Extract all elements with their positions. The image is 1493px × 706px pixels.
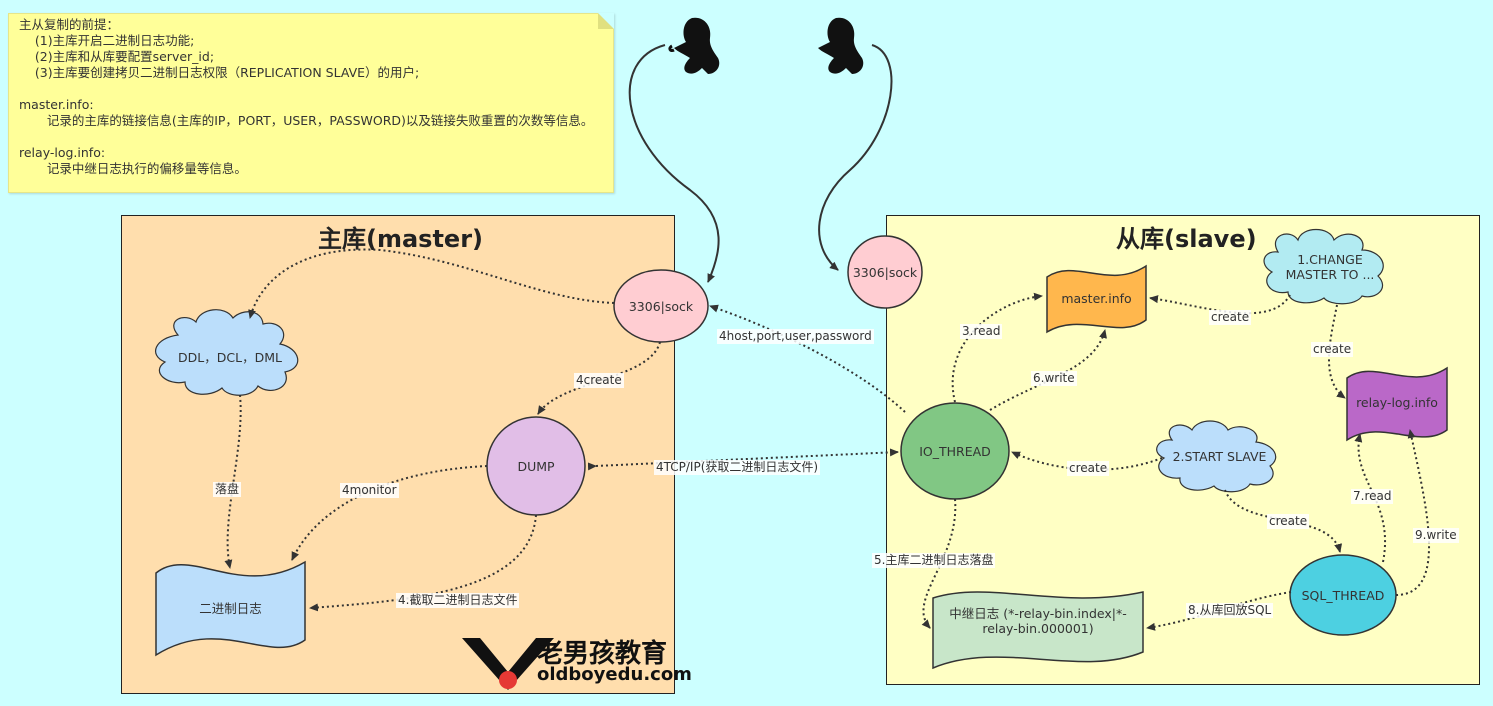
- relay-log-info-label: relay-log.info: [1356, 395, 1438, 410]
- binlog-document: [155, 560, 306, 657]
- tcp-ip-label: 4TCP/IP(获取二进制日志文件): [654, 460, 821, 475]
- sql-to-relay-log-info-write-arrow: [1395, 429, 1431, 596]
- sql-thread-label: SQL_THREAD: [1301, 588, 1385, 603]
- logo-english-text: oldboyedu.com: [537, 664, 692, 685]
- note-text: 主从复制的前提： (1)主库开启二进制日志功能; (2)主库和从库要配置serv…: [19, 17, 594, 176]
- user-icon-left: [668, 17, 720, 74]
- master-info-document: [1046, 264, 1147, 334]
- dump-to-binlog-monitor-arrow: [291, 465, 488, 561]
- change-master-cloud: [1263, 228, 1384, 305]
- replay8-label: 8.从库回放SQL: [1186, 603, 1274, 618]
- create-io-label: create: [1067, 461, 1110, 476]
- master-title: 主库(master): [318, 225, 484, 253]
- relay-log-label: 中继日志 (*-relay-bin.index|*-relay-bin.0000…: [949, 606, 1127, 636]
- ddl-cloud-label: DDL，DCL，DML: [178, 350, 282, 365]
- slave-sock-label: 3306|sock: [852, 265, 918, 280]
- relay-log-info-document: [1346, 366, 1448, 442]
- io-to-master-info-read-arrow: [951, 292, 1043, 403]
- io-dump-tcp-arrow: [587, 448, 899, 471]
- read3-label: 3.read: [960, 324, 1003, 339]
- host-port-label: 4host,port,user,password: [717, 329, 874, 344]
- write6-label: 6.write: [1031, 371, 1077, 386]
- change-master-to-relay-log-info-arrow: [1328, 304, 1346, 399]
- read7-label: 7.read: [1351, 489, 1394, 504]
- binlog-label: 二进制日志: [199, 601, 262, 616]
- write9-label: 9.write: [1413, 528, 1459, 543]
- sock-to-ddl-arrow: [248, 248, 615, 319]
- fall-disk-label: 落盘: [213, 482, 242, 497]
- ddl-cloud: [154, 309, 299, 396]
- sql-to-relay-log-arrow: [1146, 591, 1292, 631]
- user-to-master-sock-line: [628, 44, 720, 283]
- master-info-label: master.info: [1061, 291, 1132, 306]
- oldboyedu-logo-mark: [462, 638, 554, 690]
- note-fold: [598, 13, 614, 29]
- create-relay-log-info-label: create: [1311, 342, 1354, 357]
- prerequisite-note: 主从复制的前提： (1)主库开启二进制日志功能; (2)主库和从库要配置serv…: [8, 13, 614, 193]
- io-to-master-sock-arrow: [709, 304, 906, 413]
- io-thread-label: IO_THREAD: [919, 444, 991, 459]
- monitor-label: 4monitor: [340, 483, 399, 498]
- create-dump-label: 4create: [574, 373, 624, 388]
- user-to-slave-sock-line: [818, 44, 893, 271]
- io-to-master-info-write-arrow: [989, 329, 1107, 411]
- save5-label: 5.主库二进制日志落盘: [872, 553, 996, 568]
- master-sock-node: [613, 269, 709, 343]
- create-sql-label: create: [1267, 514, 1310, 529]
- ddl-to-binlog-arrow: [224, 394, 242, 569]
- slave-title: 从库(slave): [1116, 225, 1257, 253]
- start-slave-cloud: [1156, 420, 1277, 493]
- dump-to-binlog-capture-arrow: [309, 514, 537, 612]
- change-master-label: 1.CHANGE MASTER TO ...: [1285, 252, 1375, 282]
- slave-sock-node: [847, 235, 923, 309]
- start-slave-label: 2.START SLAVE: [1172, 449, 1267, 464]
- logo-chinese-text: 老男孩教育: [537, 639, 668, 669]
- io-to-relay-log-arrow: [921, 498, 957, 629]
- master-sock-label: 3306|sock: [628, 299, 694, 314]
- user-icon-right: [818, 17, 864, 74]
- create-master-info-label: create: [1209, 310, 1252, 325]
- relay-log-document: [932, 591, 1144, 670]
- capture-label: 4.截取二进制日志文件: [396, 593, 520, 608]
- dump-label: DUMP: [517, 459, 555, 474]
